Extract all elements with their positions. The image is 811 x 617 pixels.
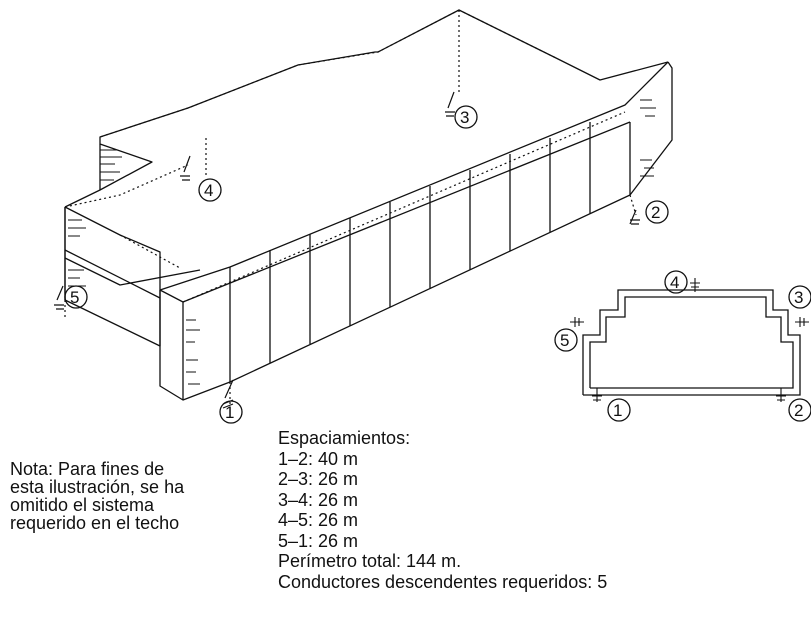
callout-label-2: 2	[651, 203, 660, 222]
facade-mullions	[269, 122, 591, 363]
spacings-block: Espaciamientos: 1–2: 40 m 2–3: 26 m 3–4:…	[278, 428, 607, 592]
spacing-row: 5–1: 26 m	[278, 530, 359, 551]
callout-label-5: 5	[70, 288, 79, 307]
callout-label-1: 1	[225, 403, 234, 422]
facade-bottom	[182, 194, 631, 401]
callout-circle-4	[198, 178, 222, 202]
note-line: requerido en el techo	[10, 513, 180, 533]
left-block-band	[64, 249, 161, 299]
ground-rods	[54, 91, 640, 409]
front-parapet-lower	[182, 121, 631, 303]
spacing-row: 2–3: 26 m	[278, 469, 359, 489]
note-block: Nota: Para fines de esta ilustración, se…	[10, 460, 184, 532]
plan-label-5: 5	[560, 331, 569, 350]
total-perimeter: Perímetro total: 144 m.	[278, 551, 462, 571]
callout-label-3: 3	[460, 108, 469, 127]
plan-circle-1	[607, 398, 631, 422]
spacing-row: 3–4: 26 m	[278, 489, 359, 510]
left-block-band2	[64, 257, 201, 286]
plan-view	[554, 270, 811, 422]
plan-circle-3	[788, 285, 811, 309]
callout-label-4: 4	[204, 181, 213, 200]
right-end-block	[629, 61, 673, 196]
required-conductors: Conductores descendentes requeridos: 5	[278, 571, 608, 592]
callout-circle-2	[645, 200, 669, 224]
note-line: esta ilustración, se ha	[10, 477, 185, 497]
note-line: Nota: Para fines de	[10, 459, 165, 479]
left-block-corner	[159, 289, 184, 401]
stone-hatching	[68, 99, 656, 385]
left-end-top	[64, 206, 161, 290]
spacings-title: Espaciamientos:	[278, 428, 411, 448]
callout-circle-3	[454, 105, 478, 129]
plan-circle-2	[788, 398, 811, 422]
spacing-row: 1–2: 40 m	[278, 448, 359, 469]
plan-label-2: 2	[794, 401, 803, 420]
callout-circle-1	[219, 400, 243, 424]
front-parapet-top	[159, 61, 669, 291]
conductor-paths	[64, 9, 637, 405]
note-line: omitido el sistema	[10, 495, 155, 515]
plan-circle-5	[554, 328, 578, 352]
plan-circle-4	[664, 270, 688, 294]
roof-outline	[64, 9, 669, 208]
plan-label-4: 4	[670, 273, 679, 292]
plan-label-3: 3	[794, 288, 803, 307]
spacing-row: 4–5: 26 m	[278, 510, 359, 530]
plan-label-1: 1	[613, 401, 622, 420]
callout-circle-5	[64, 285, 88, 309]
